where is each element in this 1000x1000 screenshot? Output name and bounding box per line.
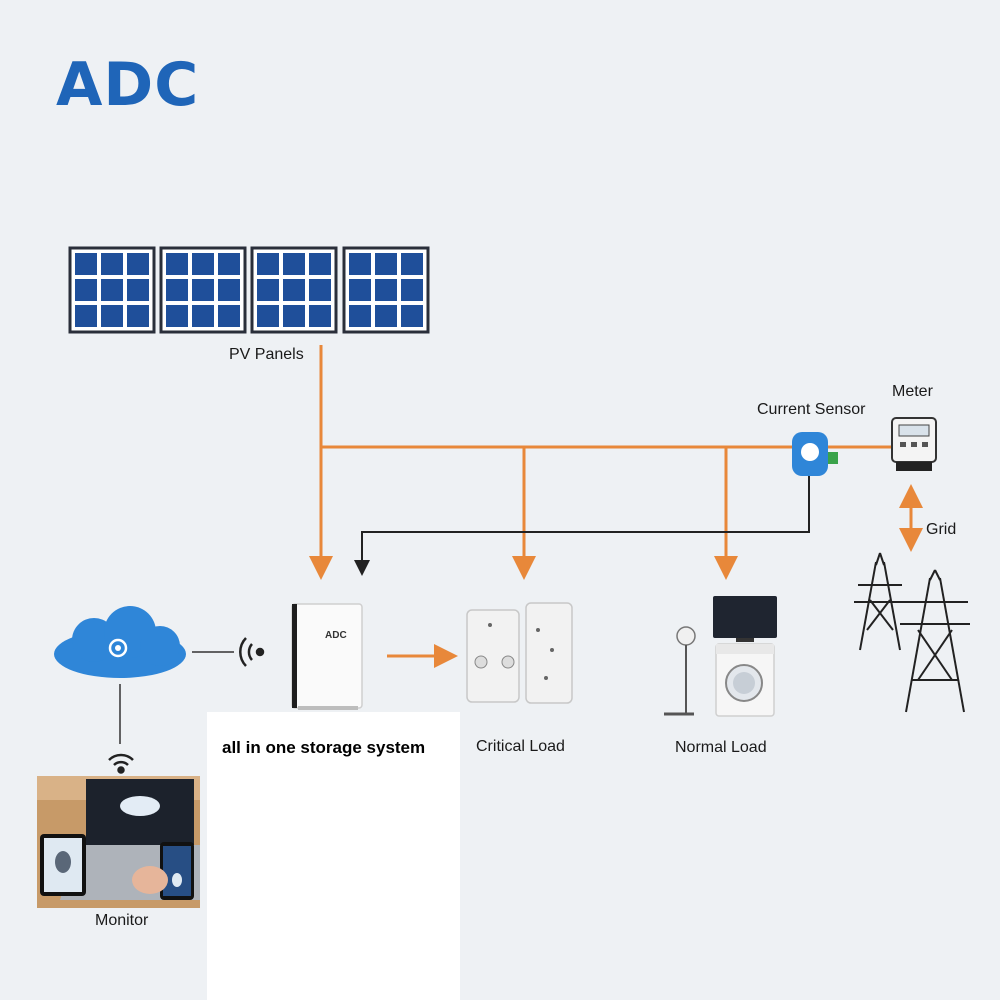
solar-cell: [127, 305, 149, 327]
pv-panels-label: PV Panels: [229, 346, 304, 363]
solar-cell: [257, 253, 279, 275]
storage-unit-icon: [291, 603, 363, 710]
solar-cell: [257, 279, 279, 301]
solar-cell: [166, 253, 188, 275]
meter-icon: [891, 417, 937, 471]
solar-cell: [375, 253, 397, 275]
power-lines: [309, 345, 923, 668]
solar-cell: [309, 279, 331, 301]
adc-logo: ADC: [56, 50, 200, 120]
solar-cell: [349, 279, 371, 301]
grid-label: Grid: [926, 521, 957, 538]
solar-cell: [192, 305, 214, 327]
wifi-icon: [108, 753, 134, 774]
solar-cell: [257, 305, 279, 327]
normal-load-icon: [664, 596, 777, 717]
solar-cell: [127, 253, 149, 275]
solar-cell: [75, 279, 97, 301]
monitor-label: Monitor: [95, 912, 149, 929]
label-card-background: [207, 712, 460, 1000]
solar-cell: [309, 305, 331, 327]
pv-panels: [68, 246, 430, 334]
solar-cell: [349, 253, 371, 275]
storage-system-label: all in one storage system: [222, 738, 426, 757]
monitor-devices-image: [37, 776, 200, 908]
solar-cell: [218, 305, 240, 327]
critical-load-label: Critical Load: [476, 738, 565, 755]
solar-cell: [101, 253, 123, 275]
solar-cell: [127, 279, 149, 301]
solar-cell: [218, 279, 240, 301]
critical-load-icon: [466, 602, 573, 704]
solar-cell: [283, 305, 305, 327]
solar-cell: [192, 279, 214, 301]
solar-cell: [375, 279, 397, 301]
solar-cell: [166, 279, 188, 301]
solar-cell: [375, 305, 397, 327]
solar-cell: [75, 253, 97, 275]
solar-cell: [75, 305, 97, 327]
meter-label: Meter: [892, 383, 933, 400]
wireless-icon: [239, 637, 265, 667]
cloud-icon: [54, 606, 186, 678]
solar-cell: [101, 305, 123, 327]
solar-cell: [166, 305, 188, 327]
solar-cell: [283, 279, 305, 301]
normal-load-label: Normal Load: [675, 739, 767, 756]
solar-cell: [283, 253, 305, 275]
solar-cell: [401, 279, 423, 301]
solar-cell: [349, 305, 371, 327]
solar-cell: [218, 253, 240, 275]
grid-towers-icon: [854, 552, 970, 713]
current-sensor-label: Current Sensor: [757, 401, 866, 418]
sensor-signal-line: [354, 470, 810, 576]
solar-cell: [309, 253, 331, 275]
current-sensor-icon: [792, 432, 838, 476]
solar-cell: [401, 253, 423, 275]
solar-cell: [401, 305, 423, 327]
solar-cell: [101, 279, 123, 301]
solar-cell: [192, 253, 214, 275]
storage-unit-brand: ADC: [325, 630, 347, 641]
